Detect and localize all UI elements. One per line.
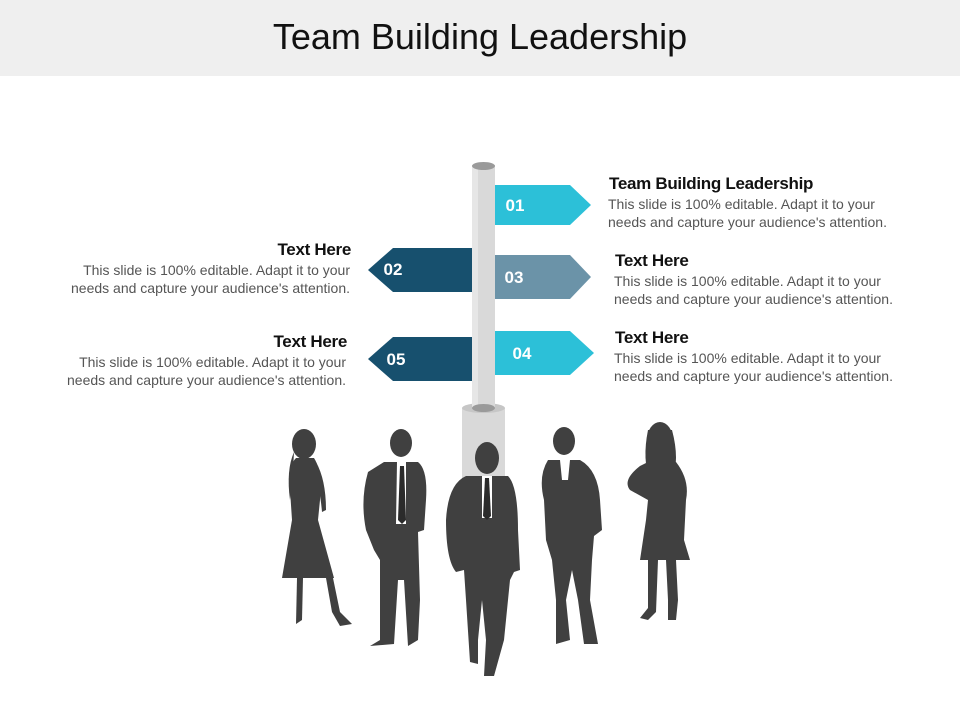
silhouette-man-center <box>446 442 520 676</box>
title-bar <box>0 0 960 76</box>
silhouette-woman-right <box>627 422 690 620</box>
arrow-05 <box>368 337 472 381</box>
item-05-body: This slide is 100% editable. Adapt it to… <box>67 354 346 388</box>
silhouette-woman-left <box>282 429 352 626</box>
slide-title: Team Building Leadership <box>272 16 688 57</box>
arrow-02 <box>368 248 472 292</box>
pole-cap <box>472 162 495 170</box>
item-02-heading: Text Here <box>277 240 351 259</box>
number-01: 01 <box>505 196 525 215</box>
silhouette-man-left <box>363 429 427 646</box>
item-02-body: This slide is 100% editable. Adapt it to… <box>71 262 350 296</box>
arrow-04 <box>495 331 594 375</box>
item-03-body: This slide is 100% editable. Adapt it to… <box>614 273 893 307</box>
item-03-heading: Text Here <box>615 251 689 270</box>
people-silhouettes <box>282 422 690 676</box>
number-03: 03 <box>504 268 524 287</box>
item-05-heading: Text Here <box>273 332 347 351</box>
silhouette-man-right <box>541 427 602 644</box>
number-02: 02 <box>383 260 403 279</box>
item-04-body: This slide is 100% editable. Adapt it to… <box>614 350 893 384</box>
item-01-heading: Team Building Leadership <box>609 174 814 193</box>
item-04-heading: Text Here <box>615 328 689 347</box>
number-05: 05 <box>386 350 406 369</box>
number-04: 04 <box>512 344 532 363</box>
item-01-body: This slide is 100% editable. Adapt it to… <box>608 196 887 230</box>
arrow-03 <box>495 255 591 299</box>
arrow-01 <box>495 185 591 225</box>
